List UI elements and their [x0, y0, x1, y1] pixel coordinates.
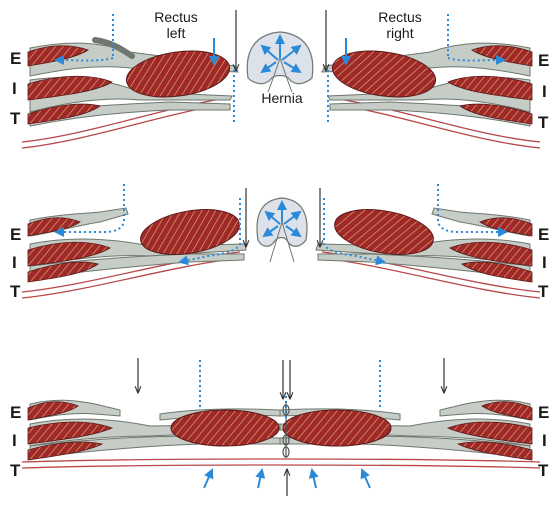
- rectus-right-label-line1: Rectus: [378, 9, 422, 25]
- layer-label-e-right: E: [538, 403, 549, 422]
- peritoneum-line: [22, 459, 540, 462]
- layer-label-i-right: I: [542, 82, 547, 101]
- layer-label-t-right: T: [538, 113, 549, 132]
- peritoneum-line: [22, 465, 540, 468]
- layer-label-t-left: T: [10, 109, 21, 128]
- blue-up-arrow: [204, 470, 212, 488]
- layer-label-i-right: I: [542, 253, 547, 272]
- hernia-label: Hernia: [261, 90, 302, 106]
- rectus-left-label-line1: Rectus: [154, 9, 198, 25]
- layer-label-t-left: T: [10, 282, 21, 301]
- layer-label-i-left: I: [12, 79, 17, 98]
- blue-up-arrow: [362, 470, 370, 488]
- layer-label-i-left: I: [12, 253, 17, 272]
- layer-label-t-right: T: [538, 282, 549, 301]
- layer-label-t-left: T: [10, 461, 21, 480]
- rectus-right-muscle: [283, 410, 391, 446]
- rectus-left-label-line2: left: [167, 25, 186, 41]
- panel-2-dissection: E I T E I T: [10, 184, 549, 301]
- panel-1-hernia: Rectus left Rectus right Hernia E I T E …: [10, 9, 549, 148]
- rectus-left-muscle: [171, 410, 279, 446]
- blue-up-arrow: [312, 470, 316, 488]
- layer-label-e-right: E: [538, 51, 549, 70]
- rectus-right-label-line2: right: [386, 25, 413, 41]
- layer-label-e-left: E: [10, 49, 21, 68]
- panel-3-closure: E I T E I T: [10, 358, 549, 496]
- blue-up-arrow: [258, 470, 262, 488]
- layer-label-e-left: E: [10, 225, 21, 244]
- layer-label-e-left: E: [10, 403, 21, 422]
- layer-label-t-right: T: [538, 461, 549, 480]
- layer-label-i-left: I: [12, 431, 17, 450]
- layer-label-i-right: I: [542, 431, 547, 450]
- layer-label-e-right: E: [538, 225, 549, 244]
